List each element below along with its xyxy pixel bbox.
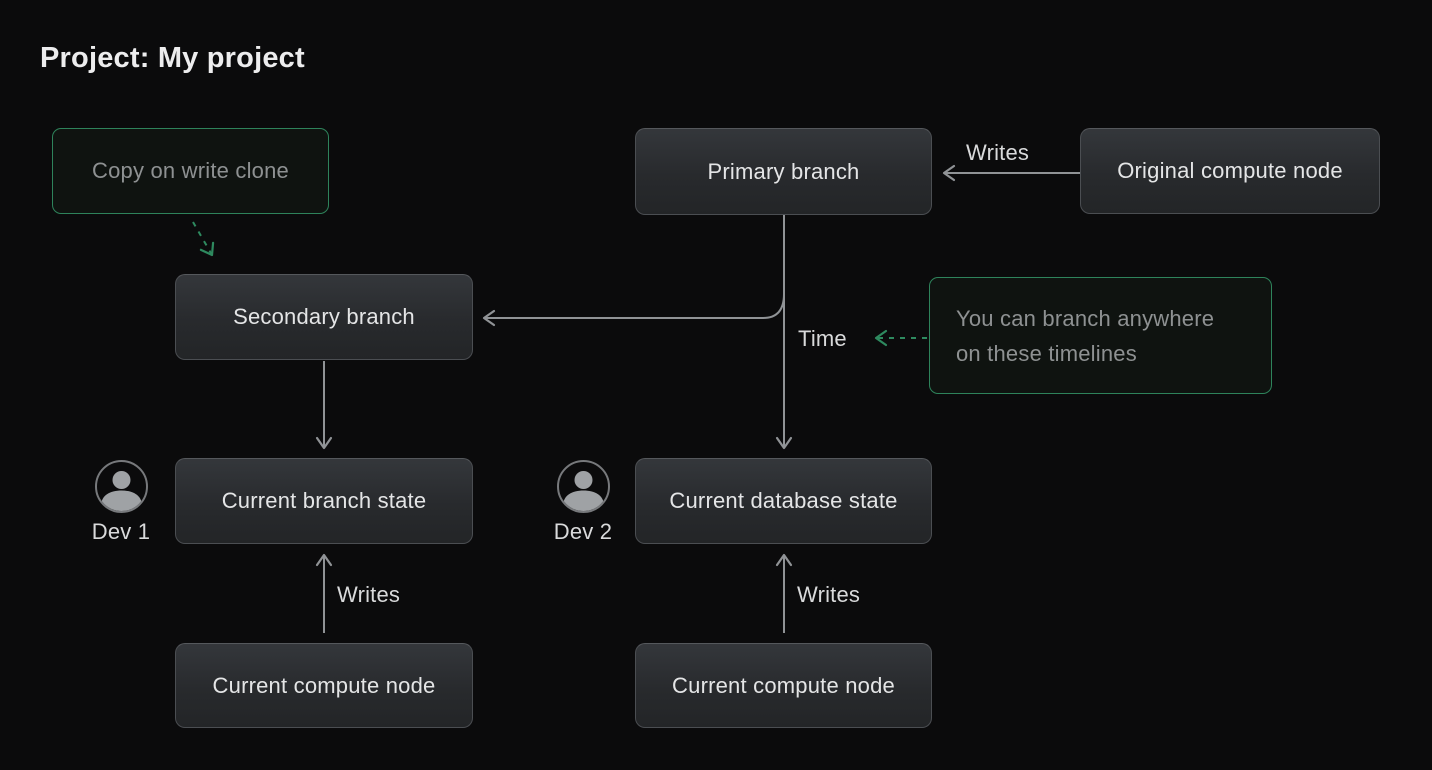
node-compute-right-label: Current compute node bbox=[672, 672, 895, 698]
note-copy-on-write-label: Copy on write clone bbox=[91, 158, 289, 183]
label-dev1: Dev 1 bbox=[91, 519, 151, 544]
node-compute-left: Current compute node bbox=[175, 643, 473, 728]
label-dev2: Dev 2 bbox=[553, 519, 613, 544]
label-writes-right: Writes bbox=[797, 582, 861, 607]
user-avatar-icon bbox=[94, 460, 148, 513]
note-branch-anywhere: You can branch anywhere on these timelin… bbox=[929, 277, 1272, 394]
node-original-compute: Original compute node bbox=[1080, 128, 1380, 214]
user-avatar-icon bbox=[556, 460, 610, 513]
dev2-figure: Dev 2 bbox=[551, 460, 615, 545]
label-writes-left: Writes bbox=[337, 582, 401, 607]
note-branch-anywhere-label: You can branch anywhere on these timelin… bbox=[956, 305, 1215, 366]
dev1-figure: Dev 1 bbox=[89, 460, 153, 545]
arrow-branch-to-secondary bbox=[482, 293, 785, 327]
label-time: Time bbox=[798, 326, 847, 351]
node-compute-right: Current compute node bbox=[635, 643, 932, 728]
note-copy-on-write-clone: Copy on write clone bbox=[52, 128, 329, 214]
node-secondary-branch-label: Secondary branch bbox=[233, 304, 415, 329]
node-current-database-state-label: Current database state bbox=[669, 488, 898, 513]
arrow-copy-on-write bbox=[192, 221, 215, 257]
node-primary-branch-label: Primary branch bbox=[707, 158, 860, 184]
node-compute-left-label: Current compute node bbox=[212, 672, 436, 698]
page-title: Project: My project bbox=[40, 42, 305, 74]
node-current-branch-state: Current branch state bbox=[175, 458, 473, 544]
node-secondary-branch: Secondary branch bbox=[175, 274, 473, 360]
node-original-compute-label: Original compute node bbox=[1117, 158, 1343, 183]
node-primary-branch: Primary branch bbox=[635, 128, 932, 215]
node-current-database-state: Current database state bbox=[635, 458, 932, 544]
label-writes-top: Writes bbox=[966, 140, 1030, 165]
node-current-branch-state-label: Current branch state bbox=[221, 488, 427, 513]
